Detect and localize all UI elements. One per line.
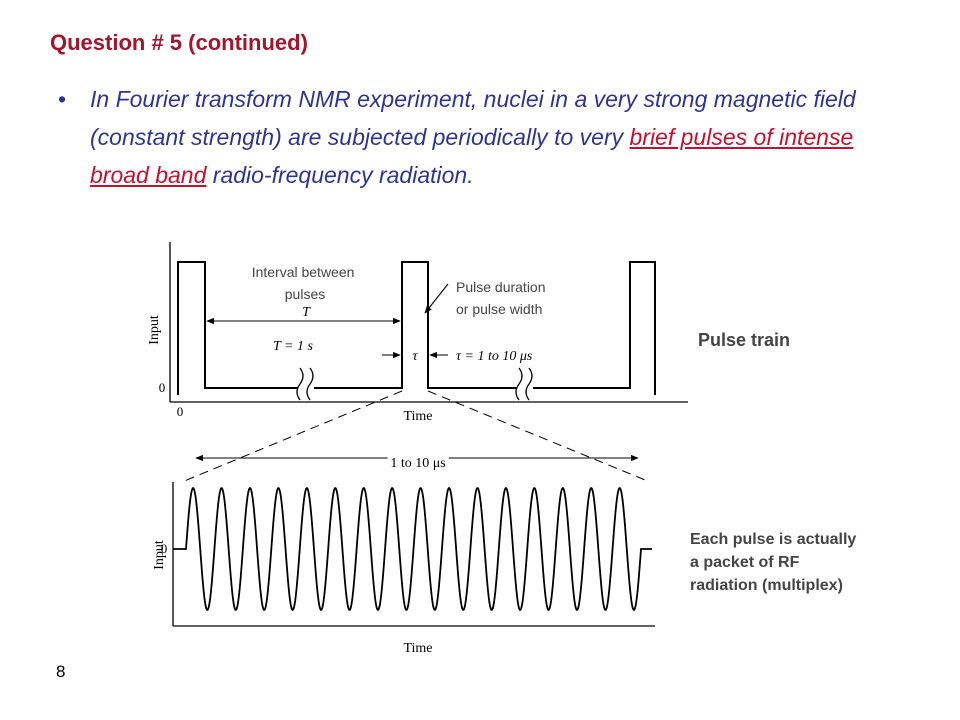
tau-symbol: τ xyxy=(412,349,418,364)
top-x-label: Time xyxy=(403,409,432,424)
pulse-width-label-line-2: or pulse width xyxy=(456,301,542,317)
packet-label-line-2: a packet of RF xyxy=(690,554,800,571)
bullet-marker: • xyxy=(58,86,67,112)
zoom-line-right xyxy=(427,390,651,483)
zoom-connectors: 1 to 10 μs xyxy=(181,390,651,483)
packet-label-line-1: Each pulse is actually xyxy=(690,531,856,548)
zoom-line-left xyxy=(181,390,403,483)
bullet-text-after: radio-frequency radiation. xyxy=(206,162,474,188)
period-symbol: T xyxy=(302,305,311,320)
slide-title: Question # 5 (continued) xyxy=(50,30,308,55)
slide-number: 8 xyxy=(56,662,66,681)
bullet-point: • In Fourier transform NMR experiment, n… xyxy=(58,80,898,194)
interval-label: Interval between pulses xyxy=(252,264,359,302)
bottom-x-label: Time xyxy=(403,641,432,656)
bottom-panel: Input 0 Time xyxy=(152,482,655,656)
top-y-label: Input xyxy=(147,315,162,345)
axis-break-left xyxy=(296,367,314,401)
interval-label-line-1: Interval between xyxy=(252,264,355,280)
tau-value: τ = 1 to 10 μs xyxy=(456,349,533,364)
pulse-width-pointer xyxy=(424,283,449,314)
pulse-width-label-line-1: Pulse duration xyxy=(456,279,546,295)
pulse-width-label: Pulse duration or pulse width xyxy=(456,279,549,317)
bullet-highlight: brief pulses of intense broad band xyxy=(90,124,854,188)
period-value: T = 1 s xyxy=(273,339,313,354)
packet-label: Each pulse is actually a packet of RF ra… xyxy=(690,531,861,594)
pulse-train-label: Pulse train xyxy=(698,330,790,350)
bullet-text-before: In Fourier transform NMR experiment, nuc… xyxy=(90,86,856,150)
top-panel: Input 0 0 Time Interval between pulses T… xyxy=(147,242,688,424)
top-y-zero: 0 xyxy=(159,380,166,395)
axis-break-right xyxy=(515,367,533,401)
rf-wave xyxy=(173,487,652,611)
packet-label-line-3: radiation (multiplex) xyxy=(690,577,843,594)
pulse-train-line xyxy=(177,261,656,395)
bottom-y-zero: 0 xyxy=(161,541,168,556)
interval-label-line-2: pulses xyxy=(285,286,325,302)
bullet-text: In Fourier transform NMR experiment, nuc… xyxy=(58,80,898,194)
top-x-zero: 0 xyxy=(177,404,184,419)
zoom-width-label: 1 to 10 μs xyxy=(390,456,445,471)
bottom-y-label: Input xyxy=(152,540,167,570)
